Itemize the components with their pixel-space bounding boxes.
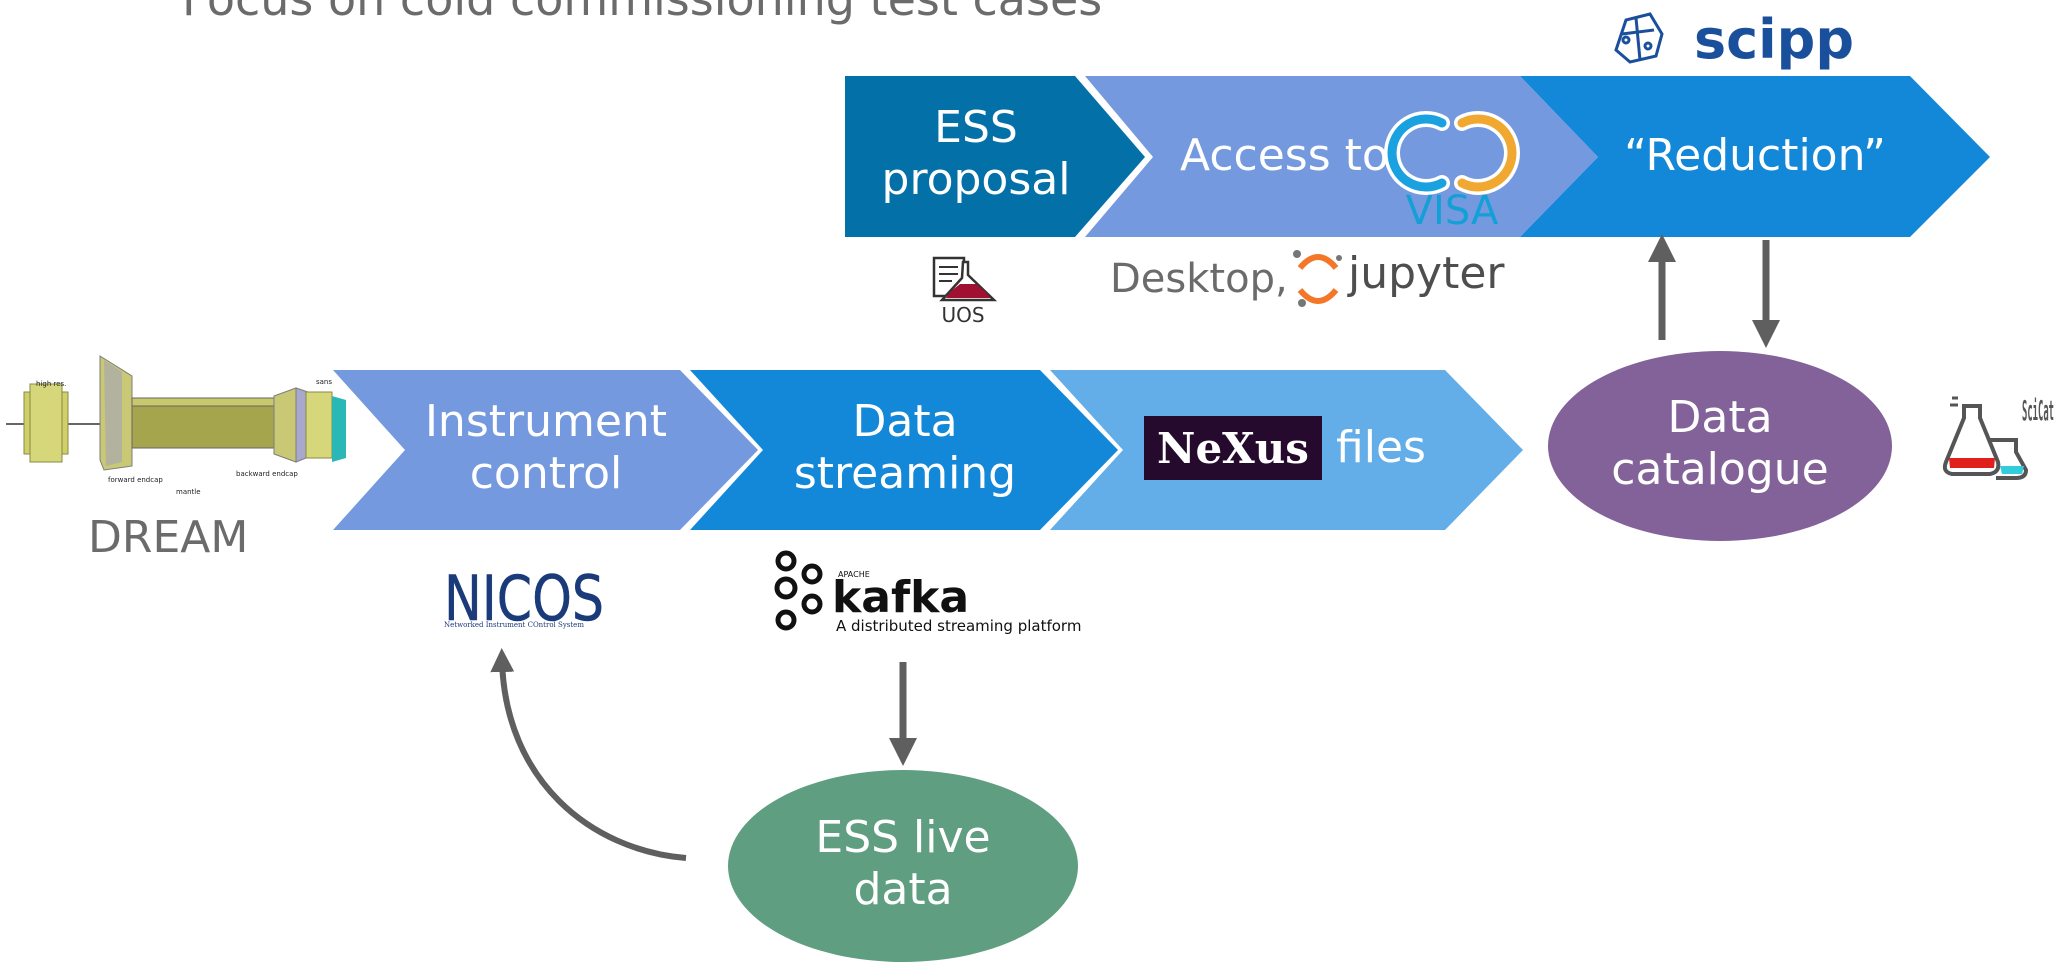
slide-title: Focus on cold commissioning test cases bbox=[182, 0, 1102, 26]
uos-logo: UOS bbox=[932, 256, 998, 327]
data-catalogue-ellipse bbox=[1548, 351, 1892, 541]
jupyter-logo-text: jupyter bbox=[1348, 248, 1505, 299]
mantle bbox=[131, 397, 275, 449]
ess-proposal-chevron bbox=[845, 76, 1145, 237]
kafka-apache-text: APACHE bbox=[838, 570, 870, 579]
scipp-icon bbox=[1614, 12, 1664, 64]
arrow-live-data-to-nicos bbox=[490, 648, 687, 861]
scicat-logo-text: SciCat bbox=[2022, 394, 2054, 427]
kafka-logo: APACHE kafka A distributed streaming pla… bbox=[774, 550, 1081, 635]
ess-proposal-label: ESS proposal bbox=[881, 102, 1071, 205]
sans-module bbox=[305, 391, 346, 462]
dream-label-forward-endcap: forward endcap bbox=[108, 476, 163, 484]
nexus-logo-text: NeXus bbox=[1157, 424, 1309, 473]
dream-label-sans: sans bbox=[316, 378, 332, 386]
forward-endcap bbox=[99, 355, 133, 471]
backward-endcap bbox=[273, 387, 309, 463]
reduction-label: “Reduction” bbox=[1624, 130, 1886, 181]
uos-logo-text: UOS bbox=[941, 303, 984, 327]
scicat-logo: SciCat bbox=[1942, 394, 2054, 480]
dream-label-high-res: high res. bbox=[36, 380, 66, 388]
scipp-logo-text: scipp bbox=[1694, 8, 1854, 71]
dream-detector: high res. forward endcap mantle backward… bbox=[6, 355, 346, 496]
visa-logo-text: VISA bbox=[1406, 188, 1499, 234]
instrument-control-label: Instrument control bbox=[424, 396, 668, 499]
data-catalogue-label: Data catalogue bbox=[1611, 392, 1829, 495]
instrument-control-chevron bbox=[333, 370, 758, 530]
dream-label-backward-endcap: backward endcap bbox=[236, 470, 298, 478]
dream-caption: DREAM bbox=[88, 512, 249, 563]
data-streaming-chevron bbox=[690, 370, 1118, 530]
visa-logo: VISA bbox=[1384, 103, 1520, 234]
kafka-logo-text: kafka bbox=[832, 572, 969, 623]
nexus-logo bbox=[1144, 416, 1322, 480]
jupyter-icon bbox=[1293, 250, 1342, 307]
data-streaming-label: Data streaming bbox=[793, 396, 1017, 499]
live-data-ellipse bbox=[728, 770, 1078, 962]
nicos-logo: NICOS Networked Instrument COntrol Syste… bbox=[444, 562, 605, 636]
high-res-module bbox=[23, 383, 69, 463]
desktop-label: Desktop, bbox=[1110, 256, 1288, 302]
kafka-subtitle: A distributed streaming platform bbox=[836, 617, 1081, 635]
dream-label-mantle: mantle bbox=[176, 488, 201, 496]
live-data-label: ESS live data bbox=[815, 812, 991, 915]
files-label: files bbox=[1336, 422, 1426, 473]
reduction-chevron bbox=[1520, 76, 1990, 237]
nicos-logo-text: NICOS bbox=[444, 562, 604, 635]
access-to-label: Access to bbox=[1180, 130, 1389, 181]
nicos-subtitle: Networked Instrument COntrol System bbox=[444, 621, 584, 629]
